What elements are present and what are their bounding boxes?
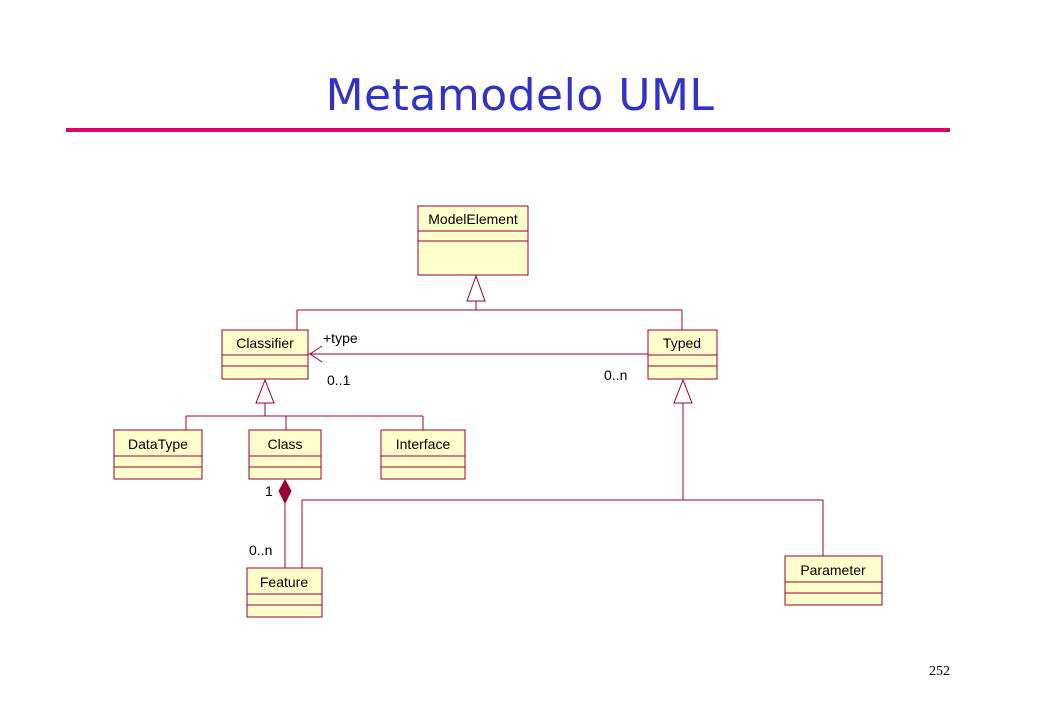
class-name: ModelElement	[428, 211, 518, 227]
class-name: Parameter	[800, 562, 866, 578]
class-box	[248, 429, 322, 480]
class-name: Interface	[396, 436, 451, 452]
generalization-arrow-icon	[255, 378, 275, 404]
role-label-type: +type	[323, 330, 358, 346]
class-name: DataType	[128, 436, 188, 452]
composition-diamond-icon	[278, 478, 292, 505]
generalization-typed	[301, 378, 824, 568]
class-classifier: Classifier	[221, 329, 309, 380]
generalization-arrow-icon	[673, 378, 693, 404]
generalization-modelelement	[296, 274, 683, 330]
class-name: Classifier	[236, 335, 294, 351]
generalization-classifier	[185, 378, 424, 430]
multiplicity-classifier: 0..1	[327, 372, 351, 388]
slide-title: Metamodelo UML	[325, 70, 715, 121]
class-box	[113, 429, 203, 480]
class-box	[380, 429, 466, 480]
open-arrow-icon	[309, 345, 323, 363]
class-name: Class	[267, 436, 302, 452]
multiplicity-class: 1	[265, 483, 273, 499]
class-modelelement: ModelElement	[417, 205, 529, 276]
class-interface: Interface	[380, 429, 466, 480]
class-box	[246, 567, 323, 618]
composition-class-feature	[278, 478, 292, 568]
generalization-arrow-icon	[466, 274, 486, 302]
page-number: 252	[929, 664, 950, 679]
class-name: Feature	[260, 574, 308, 590]
class-name: Typed	[663, 335, 701, 351]
title-underline	[66, 128, 950, 132]
class-parameter: Parameter	[784, 555, 883, 606]
multiplicity-typed: 0..n	[604, 367, 627, 383]
multiplicity-feature: 0..n	[249, 542, 272, 558]
class-class: Class	[248, 429, 322, 480]
class-box	[784, 555, 883, 606]
association-type	[308, 345, 648, 363]
class-datatype: DataType	[113, 429, 203, 480]
class-typed: Typed	[647, 329, 718, 380]
class-feature: Feature	[246, 567, 323, 618]
